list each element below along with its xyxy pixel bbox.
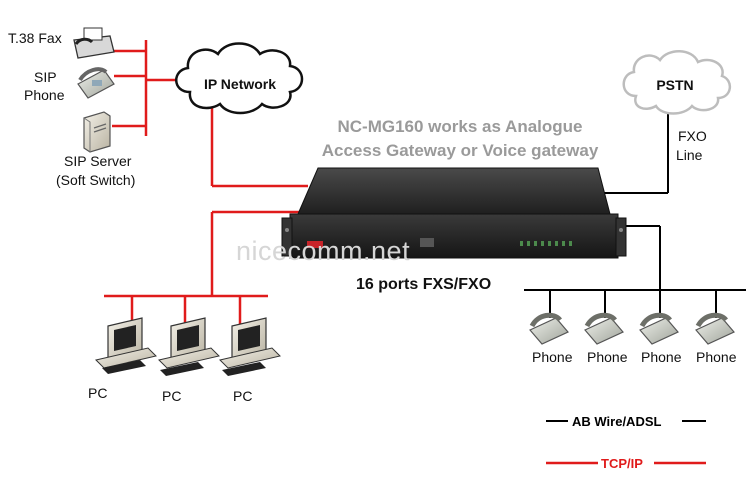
legend-tcp-ip-label: TCP/IP xyxy=(601,456,643,471)
pstn-label: PSTN xyxy=(656,77,693,93)
phone-label-3: Phone xyxy=(641,349,682,365)
legend-tcp-ip: TCP/IP xyxy=(546,456,706,471)
pc-icon-3 xyxy=(219,317,281,376)
tcp-ip-lines-top xyxy=(110,40,308,188)
fax-label: T.38 Fax xyxy=(8,30,62,46)
phone-icon-4 xyxy=(695,312,735,345)
legend-ab-wire-label: AB Wire/ADSL xyxy=(572,414,662,429)
pc-icon-2 xyxy=(158,317,220,376)
fax-machine-icon xyxy=(73,27,115,59)
diagram-title-line-1: NC-MG160 works as Analogue xyxy=(338,117,583,136)
pc-label-3: PC xyxy=(233,388,252,404)
device-logo xyxy=(307,241,323,248)
phone-icon-1 xyxy=(529,312,569,345)
pc-label-1: PC xyxy=(88,385,107,401)
sip-server-icon xyxy=(83,111,111,153)
pc-icon-1 xyxy=(95,317,157,374)
sip-phone-label-2: Phone xyxy=(24,87,65,103)
diagram-title-line-2: Access Gateway or Voice gateway xyxy=(322,141,599,160)
gateway-device xyxy=(281,167,627,259)
watermark: nicecomm.net xyxy=(236,236,410,266)
phone-label-1: Phone xyxy=(532,349,573,365)
sip-server-label-2: (Soft Switch) xyxy=(56,172,135,188)
device-led-panel xyxy=(520,241,572,246)
fxo-line-label-1: FXO xyxy=(678,128,707,144)
phone-label-2: Phone xyxy=(587,349,628,365)
phone-icon-3 xyxy=(639,312,679,345)
pstn-cloud: PSTN xyxy=(622,50,731,115)
fxo-line-label-2: Line xyxy=(676,147,703,163)
ip-network-cloud: IP Network xyxy=(175,42,304,115)
phone-label-4: Phone xyxy=(696,349,737,365)
legend-ab-wire: AB Wire/ADSL xyxy=(546,414,706,429)
sip-server-label-1: SIP Server xyxy=(64,153,132,169)
sip-phone-icon xyxy=(77,67,115,99)
tcp-ip-lines-pc xyxy=(104,210,300,330)
sip-phone-label-1: SIP xyxy=(34,69,57,85)
pc-label-2: PC xyxy=(162,388,181,404)
phone-icon-2 xyxy=(584,312,624,345)
ip-network-label: IP Network xyxy=(204,76,276,92)
device-ports-label: 16 ports FXS/FXO xyxy=(356,276,491,293)
